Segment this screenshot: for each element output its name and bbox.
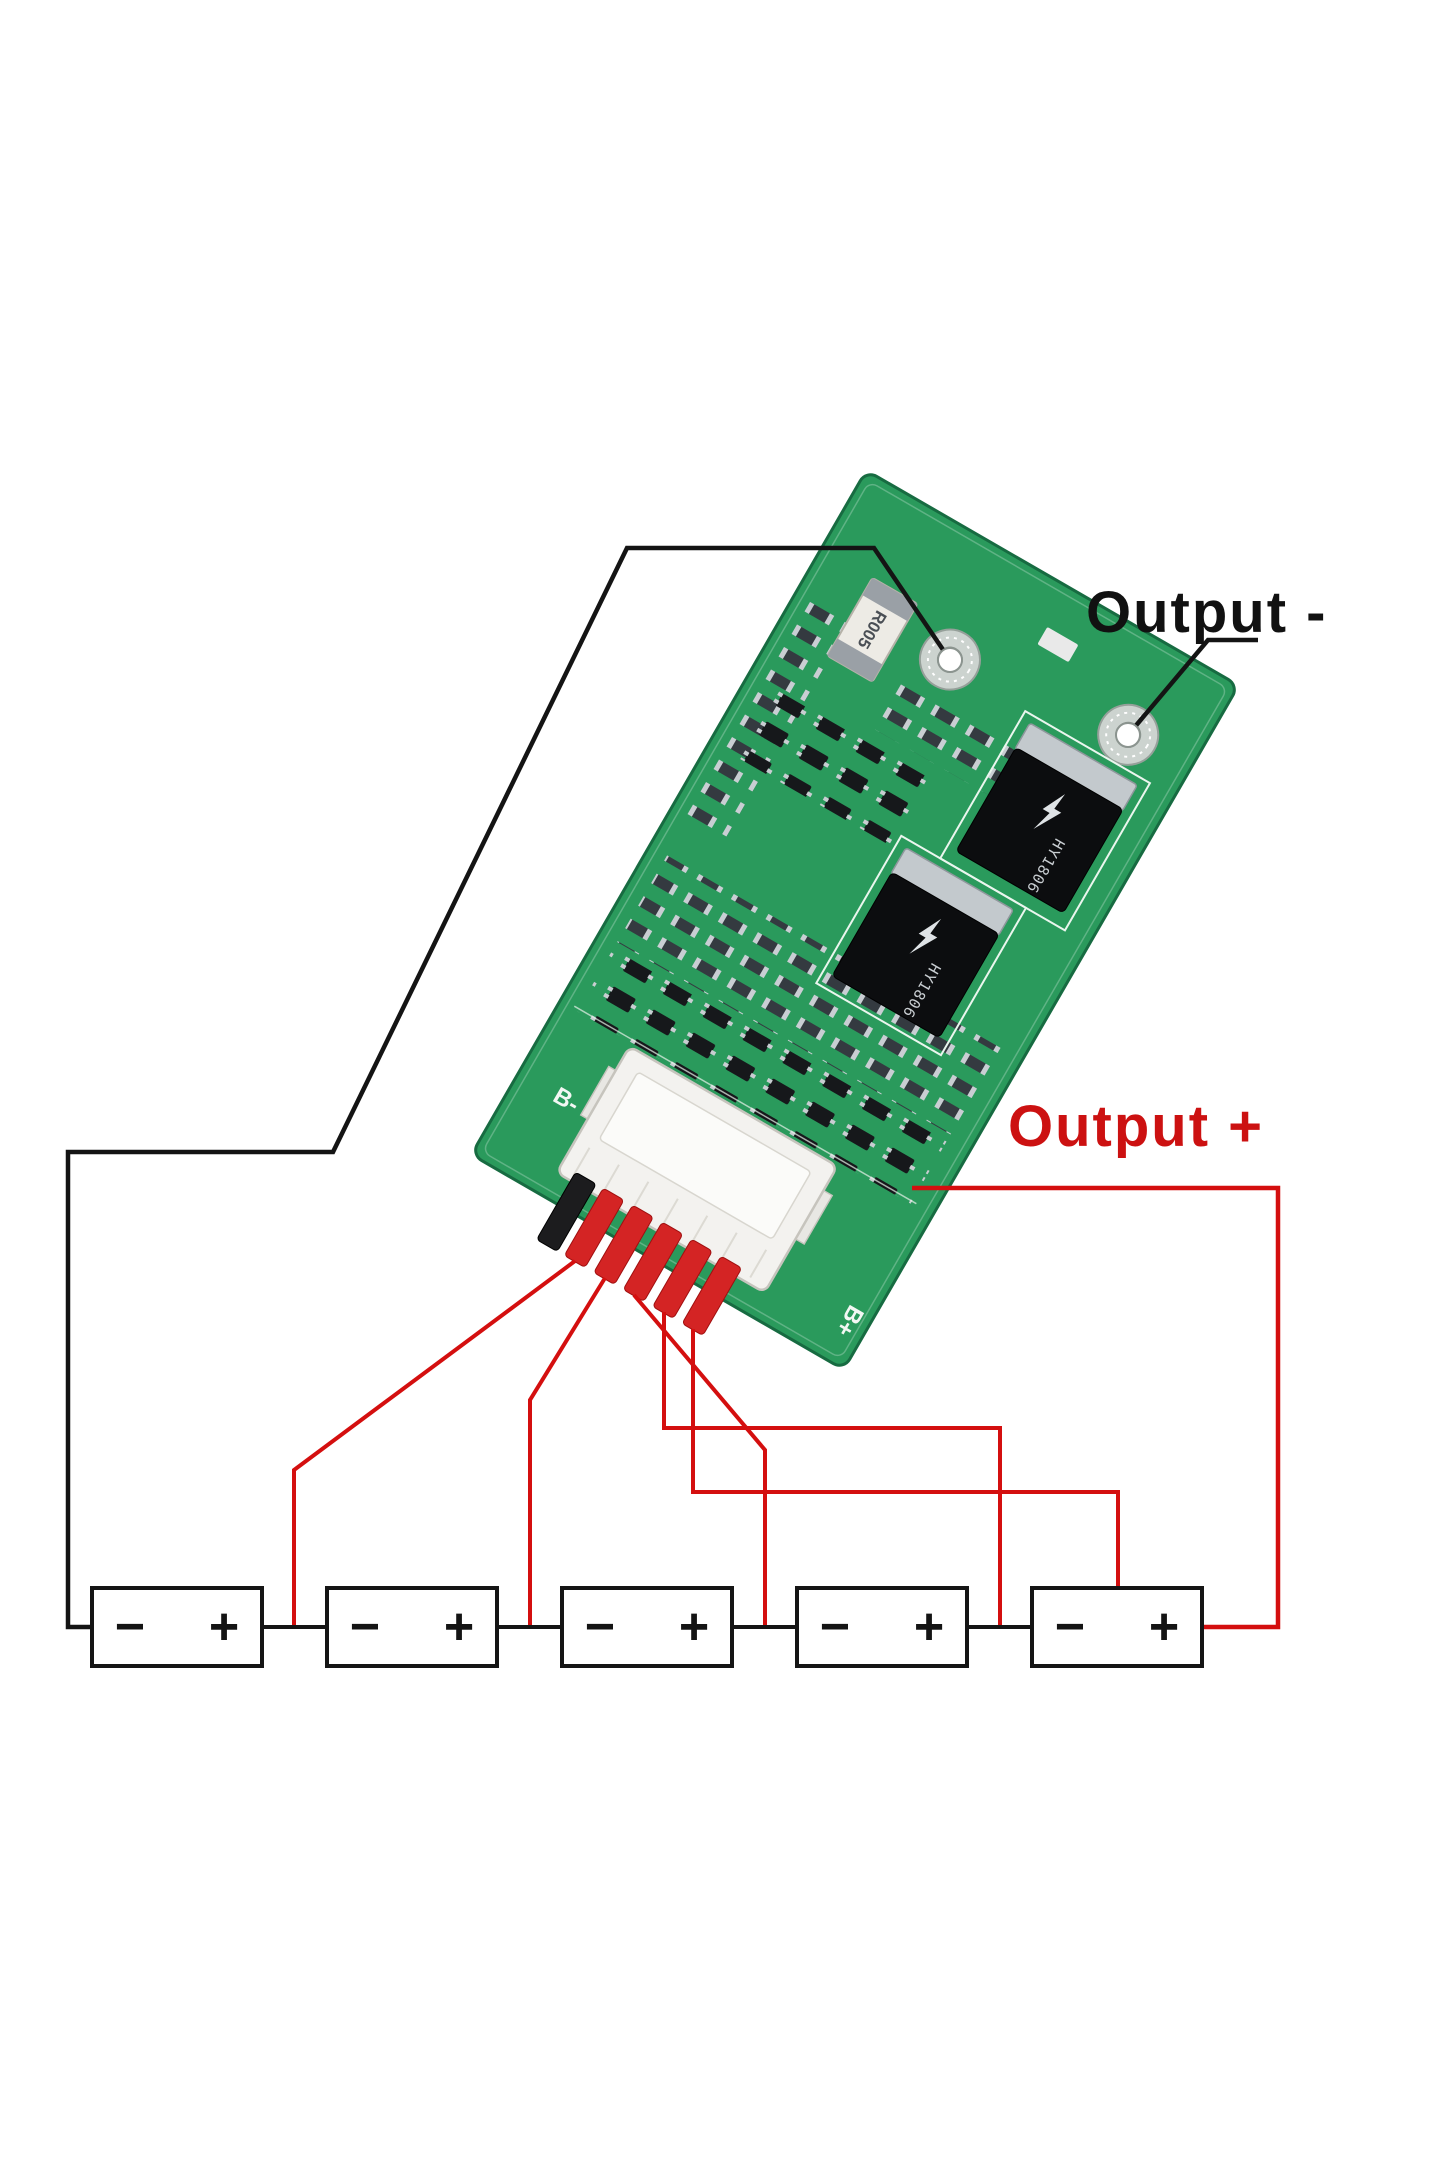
mosfet-1: HY1806 (938, 709, 1152, 932)
battery-positive-terminal: + (914, 1598, 944, 1656)
battery-box (1030, 1586, 1204, 1668)
battery-4: − + (795, 1586, 969, 1668)
smd-band-transistors-lower (577, 948, 947, 1204)
battery-positive-terminal: + (209, 1598, 239, 1656)
connector-inner (599, 1072, 811, 1239)
mosfet-2: HY1806 (814, 834, 1028, 1057)
mosfet-silk-outline (814, 834, 1028, 1057)
smd-band-transistors-upper (740, 691, 931, 847)
battery-2: − + (325, 1586, 499, 1668)
battery-positive-terminal: + (444, 1598, 474, 1656)
output-negative-label: Output - (1086, 580, 1327, 645)
balance-wire-4 (662, 1312, 1002, 1627)
balance-wire-3 (632, 1293, 767, 1627)
bms-board: R005 HY1806 HY1806 B- B+ (474, 473, 1236, 1367)
wire-output-negative (1126, 637, 1258, 737)
battery-negative-terminal: − (1055, 1598, 1085, 1656)
balance-wire-1 (292, 1259, 577, 1627)
wire-battery1-negative (65, 545, 952, 1630)
battery-negative-terminal: − (820, 1598, 850, 1656)
connector-wire-black (537, 1173, 596, 1251)
silkscreen-line (573, 1005, 917, 1205)
battery-5: − + (1030, 1586, 1204, 1668)
battery-3: − + (560, 1586, 734, 1668)
lightning-bolt-icon (1033, 794, 1066, 830)
hole-overlays (937, 647, 1141, 748)
balance-wire-2 (528, 1276, 607, 1627)
battery-box (795, 1586, 969, 1668)
battery-box (90, 1586, 264, 1668)
battery-positive-terminal: + (1149, 1598, 1179, 1656)
wire-output-positive (912, 1185, 1281, 1630)
shunt-resistor: R005 (827, 577, 918, 682)
battery-pack: − + − + − + − + − + (90, 1586, 1204, 1668)
mosfet-body (833, 873, 998, 1037)
lightning-bolt-icon (909, 918, 942, 954)
hole-right-center (1115, 722, 1141, 748)
battery-negative-terminal: − (115, 1598, 145, 1656)
battery-1: − + (90, 1586, 264, 1668)
hole-left-center (937, 647, 963, 673)
smd-band-middle (617, 855, 1005, 1138)
balance-connector (537, 1047, 836, 1335)
battery-positive-terminal: + (679, 1598, 709, 1656)
battery-negative-terminal: − (585, 1598, 615, 1656)
battery-box (325, 1586, 499, 1668)
output-positive-label: Output + (1008, 1094, 1264, 1159)
mosfet-body (957, 748, 1122, 912)
silkscreen-mark (1038, 627, 1078, 662)
battery-negative-terminal: − (350, 1598, 380, 1656)
battery-box (560, 1586, 734, 1668)
wiring (65, 545, 1281, 1630)
balance-wire-5 (691, 1329, 1120, 1590)
